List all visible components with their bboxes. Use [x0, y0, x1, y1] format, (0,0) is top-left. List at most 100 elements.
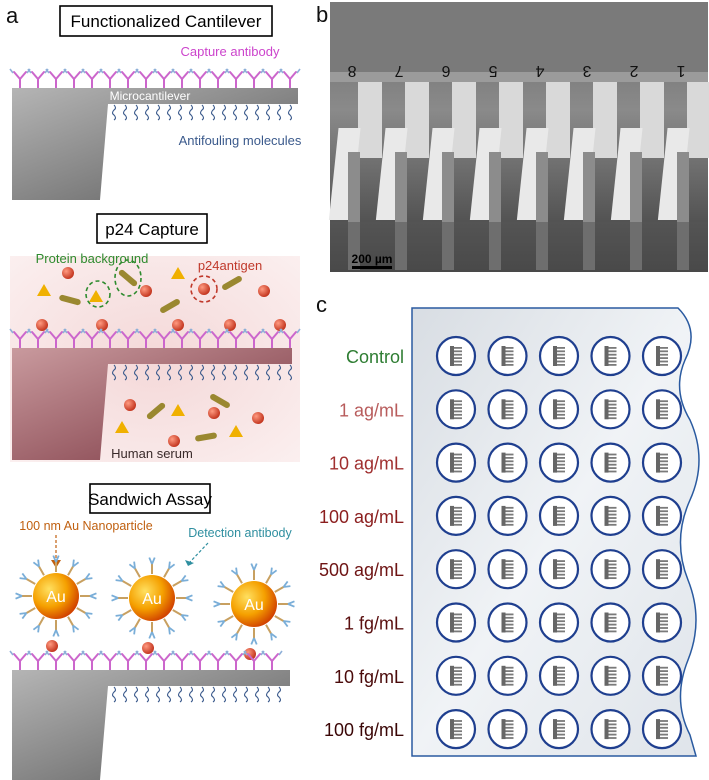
- well-cantilever: [505, 403, 514, 406]
- well: [487, 389, 528, 430]
- well-chip: [553, 719, 557, 740]
- well-chip: [501, 665, 506, 686]
- well-cantilever: [660, 417, 668, 420]
- well-cantilever: [454, 573, 462, 576]
- antifouling-molecule: [254, 686, 260, 703]
- well-cantilever: [505, 364, 514, 366]
- well-chip: [553, 665, 557, 686]
- antibody: [121, 331, 135, 349]
- well-cantilever: [505, 627, 514, 629]
- well-cantilever: [454, 720, 462, 722]
- well-cantilever: [608, 567, 617, 569]
- p24-antigen: [172, 319, 184, 331]
- functionalized-cantilever-title: Functionalized Cantilever: [71, 12, 262, 31]
- p24-capture-title: p24 Capture: [105, 220, 199, 239]
- well-cantilever: [660, 357, 668, 359]
- scale-bar: [352, 266, 392, 269]
- detection-antibody-arm: [128, 626, 136, 635]
- well-chip: [604, 399, 609, 420]
- well: [641, 655, 683, 696]
- detection-antibody: [274, 586, 284, 593]
- antifouling-molecule: [177, 104, 183, 121]
- antibody: [31, 653, 45, 671]
- antifouling-molecule: [232, 364, 238, 381]
- well-cantilever: [505, 517, 514, 519]
- scale-bar-label: 200 µm: [352, 252, 393, 266]
- well-cantilever: [660, 523, 668, 526]
- antibody: [139, 653, 153, 671]
- well-cantilever: [505, 470, 514, 473]
- antibody: [193, 71, 207, 89]
- well-cantilever: [557, 353, 565, 356]
- well-cantilever: [557, 620, 565, 623]
- protein-rod: [59, 294, 81, 306]
- well: [538, 549, 580, 590]
- well-cantilever: [660, 513, 668, 516]
- antifouling-molecule: [232, 104, 238, 121]
- antibody-tip: [135, 68, 157, 74]
- antifouling-molecule: [265, 364, 271, 381]
- detection-antibody-arm: [19, 612, 28, 620]
- antifouling-molecule: [111, 104, 117, 121]
- antifouling-molecule: [166, 364, 172, 381]
- well-cantilever: [505, 457, 514, 459]
- antifouling-molecule: [155, 686, 161, 703]
- au-label: Au: [46, 589, 66, 606]
- antibody-tip: [243, 68, 265, 74]
- well-cantilever: [454, 523, 462, 526]
- well-cantilever: [557, 350, 565, 353]
- well-cantilever: [557, 627, 565, 629]
- well-cantilever: [608, 403, 617, 406]
- well: [487, 708, 528, 750]
- protein-rod: [146, 402, 166, 420]
- well: [487, 549, 528, 590]
- detection-antibody-arm: [217, 620, 226, 628]
- antibody: [67, 653, 81, 671]
- antibody: [49, 71, 63, 89]
- antibody: [265, 71, 279, 89]
- well-chip: [604, 452, 609, 473]
- well-cantilever: [557, 726, 565, 729]
- antifouling-row-3: [111, 686, 282, 703]
- well-cantilever: [505, 737, 514, 739]
- antifouling-molecule: [144, 104, 150, 121]
- well-chip: [553, 559, 557, 580]
- antifouling-molecule: [122, 104, 128, 121]
- protein-triangle: [89, 290, 103, 302]
- well-cantilever: [660, 730, 668, 733]
- detection-antibody: [134, 618, 141, 628]
- panel-a-letter: a: [6, 3, 19, 28]
- antibody: [175, 331, 189, 349]
- well-chip: [604, 346, 609, 366]
- well-cantilever: [505, 613, 514, 616]
- antifouling-molecule: [133, 104, 139, 121]
- well-cantilever: [505, 620, 514, 623]
- antibody: [85, 71, 99, 89]
- cantilever-number: 5: [488, 62, 497, 79]
- antifouling-molecule: [276, 104, 282, 121]
- detection-antibody-arm: [217, 580, 226, 588]
- well-cantilever: [608, 360, 617, 363]
- well: [641, 335, 683, 377]
- well: [487, 442, 528, 483]
- antibody: [31, 331, 45, 349]
- detection-antibody: [265, 574, 272, 584]
- concentration-label: 10 fg/mL: [334, 667, 404, 687]
- antibody-tip: [27, 650, 49, 656]
- p24-antigen: [258, 285, 270, 297]
- antibody-tip: [279, 328, 301, 334]
- well-cantilever: [660, 577, 668, 579]
- protein-rod: [118, 269, 138, 287]
- antibody: [229, 653, 243, 671]
- cantilever-number: 4: [535, 62, 544, 79]
- antifouling-molecule: [243, 364, 249, 381]
- au-nanoparticle-label: 100 nm Au Nanoparticle: [19, 519, 152, 533]
- detection-antibody-arm: [270, 567, 278, 576]
- well-cantilever: [660, 403, 668, 406]
- well-cantilever: [660, 613, 668, 616]
- detection-antibody-arm: [128, 561, 136, 570]
- antibody: [247, 331, 261, 349]
- detection-antibody-arm: [148, 557, 156, 565]
- antifouling-molecule: [199, 364, 205, 381]
